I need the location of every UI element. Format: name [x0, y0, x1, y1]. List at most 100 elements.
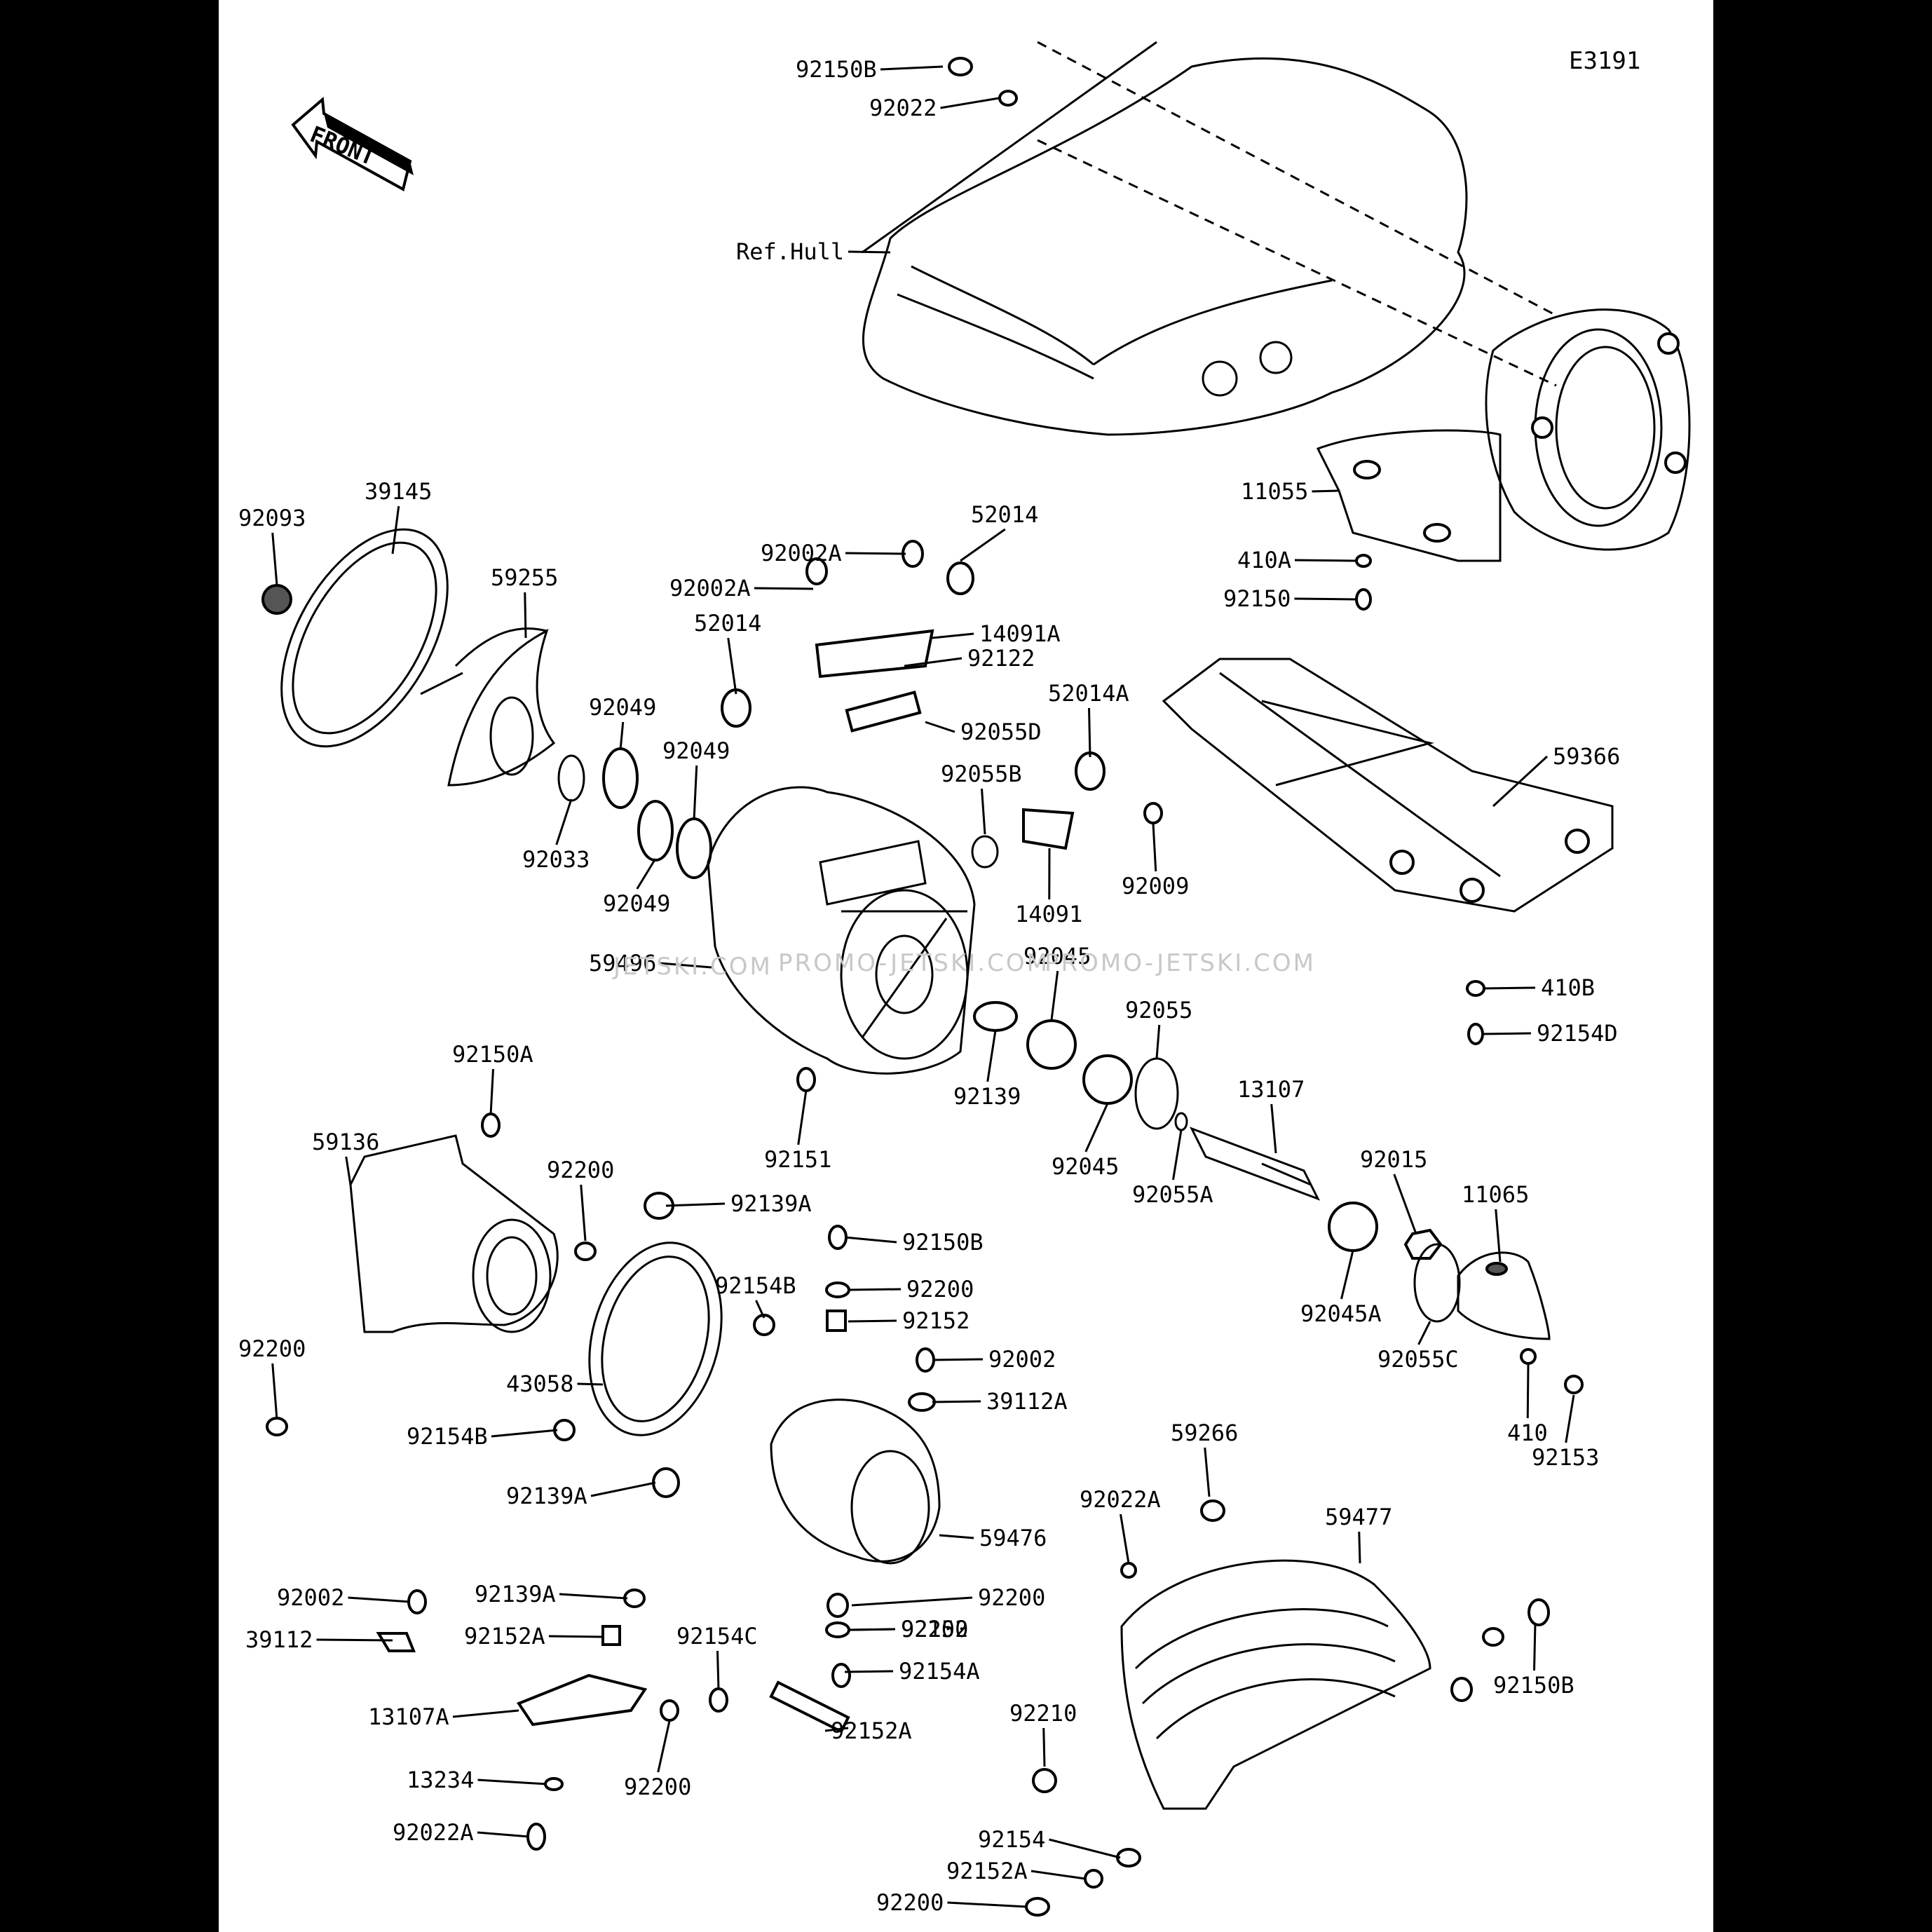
- part-label: 92045: [1052, 1153, 1119, 1180]
- leader-line: [940, 97, 1000, 109]
- leader-line: [848, 1288, 902, 1291]
- part-label: 92022: [869, 95, 937, 121]
- part-label: 14091: [1015, 901, 1082, 927]
- wear-ring-39145: [280, 528, 449, 748]
- part-label: 92154A: [899, 1658, 980, 1685]
- part-label: 92055C: [1377, 1346, 1459, 1373]
- part-label: 92200: [901, 1616, 968, 1642]
- seal-92049-b: [637, 800, 674, 862]
- part-label: 92055D: [960, 719, 1042, 745]
- leader-line: [1482, 1032, 1532, 1035]
- part-label: 59136: [312, 1129, 379, 1155]
- oring-92055: [1134, 1057, 1179, 1130]
- watermark-1: JETSKI.COM: [612, 953, 773, 981]
- leader-line: [477, 1831, 530, 1838]
- impeller-59255: [420, 627, 556, 787]
- part-label: 52014A: [1048, 680, 1129, 707]
- part-label: 92200: [238, 1335, 306, 1362]
- part-label: 92049: [603, 890, 670, 917]
- seal-92049-c: [676, 817, 712, 879]
- leader-line: [1358, 1531, 1361, 1564]
- part-label: 43058: [506, 1370, 573, 1397]
- leader-line: [1088, 707, 1091, 758]
- part-label: 92152: [902, 1307, 970, 1334]
- leader-line: [1270, 1103, 1277, 1154]
- leader-line: [824, 1727, 849, 1732]
- part-label: 92049: [589, 694, 656, 721]
- part-label: 92150B: [1493, 1672, 1574, 1699]
- part-label: 92009: [1122, 873, 1189, 899]
- leader-line: [555, 798, 573, 845]
- leader-line: [932, 1400, 981, 1403]
- leader-line: [271, 532, 278, 586]
- part-label: 92152A: [464, 1623, 545, 1649]
- leader-line: [524, 592, 527, 639]
- part-label: 92150A: [452, 1041, 533, 1068]
- leader-line: [271, 1363, 278, 1420]
- part-label: 92200: [906, 1276, 974, 1302]
- cap-11065: [1457, 1251, 1551, 1340]
- leader-line: [1492, 755, 1549, 808]
- part-label: 59496: [589, 950, 656, 977]
- leader-line: [880, 65, 944, 71]
- leader-line: [348, 1596, 411, 1603]
- leader-line: [559, 1593, 628, 1600]
- leader-line: [477, 1778, 547, 1785]
- leader-line: [489, 1068, 494, 1115]
- leader-line: [1340, 1250, 1354, 1300]
- leader-line: [1155, 1024, 1161, 1059]
- part-label: 13107: [1237, 1076, 1305, 1103]
- leader-line: [391, 505, 400, 555]
- bearing-92045-b: [1082, 1054, 1133, 1105]
- part-label: 59266: [1171, 1420, 1238, 1446]
- nut-92093: [261, 584, 292, 615]
- bushing-92139: [973, 1001, 1018, 1032]
- part-label: 52014: [971, 501, 1038, 528]
- part-label: 92033: [522, 846, 590, 873]
- leader-line: [797, 1089, 808, 1145]
- leader-line: [960, 528, 1006, 562]
- part-label: 92049: [662, 737, 730, 764]
- leader-line: [939, 1534, 974, 1539]
- shaft-13107: [1189, 1127, 1321, 1201]
- part-label: 92002: [277, 1584, 344, 1611]
- leader-line: [1204, 1447, 1211, 1497]
- part-label: 39112A: [986, 1388, 1068, 1415]
- bearing-92045-a: [1026, 1019, 1077, 1070]
- leader-line: [844, 1236, 897, 1244]
- leader-line: [657, 1720, 671, 1773]
- pump-case-59496: [707, 786, 976, 1075]
- part-label: 59476: [979, 1525, 1047, 1551]
- oring-92055C: [1413, 1243, 1461, 1323]
- steering-nozzle-59476: [770, 1399, 941, 1565]
- nut-92015: [1403, 1228, 1443, 1260]
- leader-line: [1042, 1727, 1046, 1767]
- part-label: 410: [1507, 1420, 1548, 1446]
- leader-line: [1294, 559, 1357, 562]
- leader-line: [844, 1670, 894, 1673]
- leader-lines: [271, 65, 1575, 1908]
- part-label: 92122: [967, 645, 1035, 672]
- leader-line: [491, 1429, 558, 1438]
- leader-line: [845, 552, 906, 555]
- leader-line: [1533, 1622, 1537, 1671]
- part-label: 92002: [988, 1346, 1056, 1373]
- part-label: 11065: [1462, 1181, 1529, 1208]
- leader-line: [1049, 1838, 1121, 1859]
- front-arrow-icon: FRONT: [291, 96, 414, 192]
- duct-11055: [1316, 429, 1502, 562]
- part-label: 92055: [1125, 997, 1192, 1023]
- part-label: 92150B: [796, 56, 877, 83]
- leader-line: [986, 1030, 997, 1082]
- leader-line: [1495, 1209, 1502, 1263]
- watermark-2: PROMO-JETSKI.COM: [778, 949, 1049, 977]
- leader-line: [851, 1596, 973, 1607]
- nozzle-59136: [349, 1134, 559, 1333]
- leader-line: [1172, 1129, 1183, 1181]
- leader-line: [693, 765, 698, 821]
- reverse-ring-43058: [588, 1241, 723, 1436]
- part-labels: 92150B92022Ref.Hull11055410A921509209339…: [238, 56, 1620, 1916]
- leader-line: [345, 1156, 352, 1185]
- part-label: 92152A: [946, 1858, 1028, 1884]
